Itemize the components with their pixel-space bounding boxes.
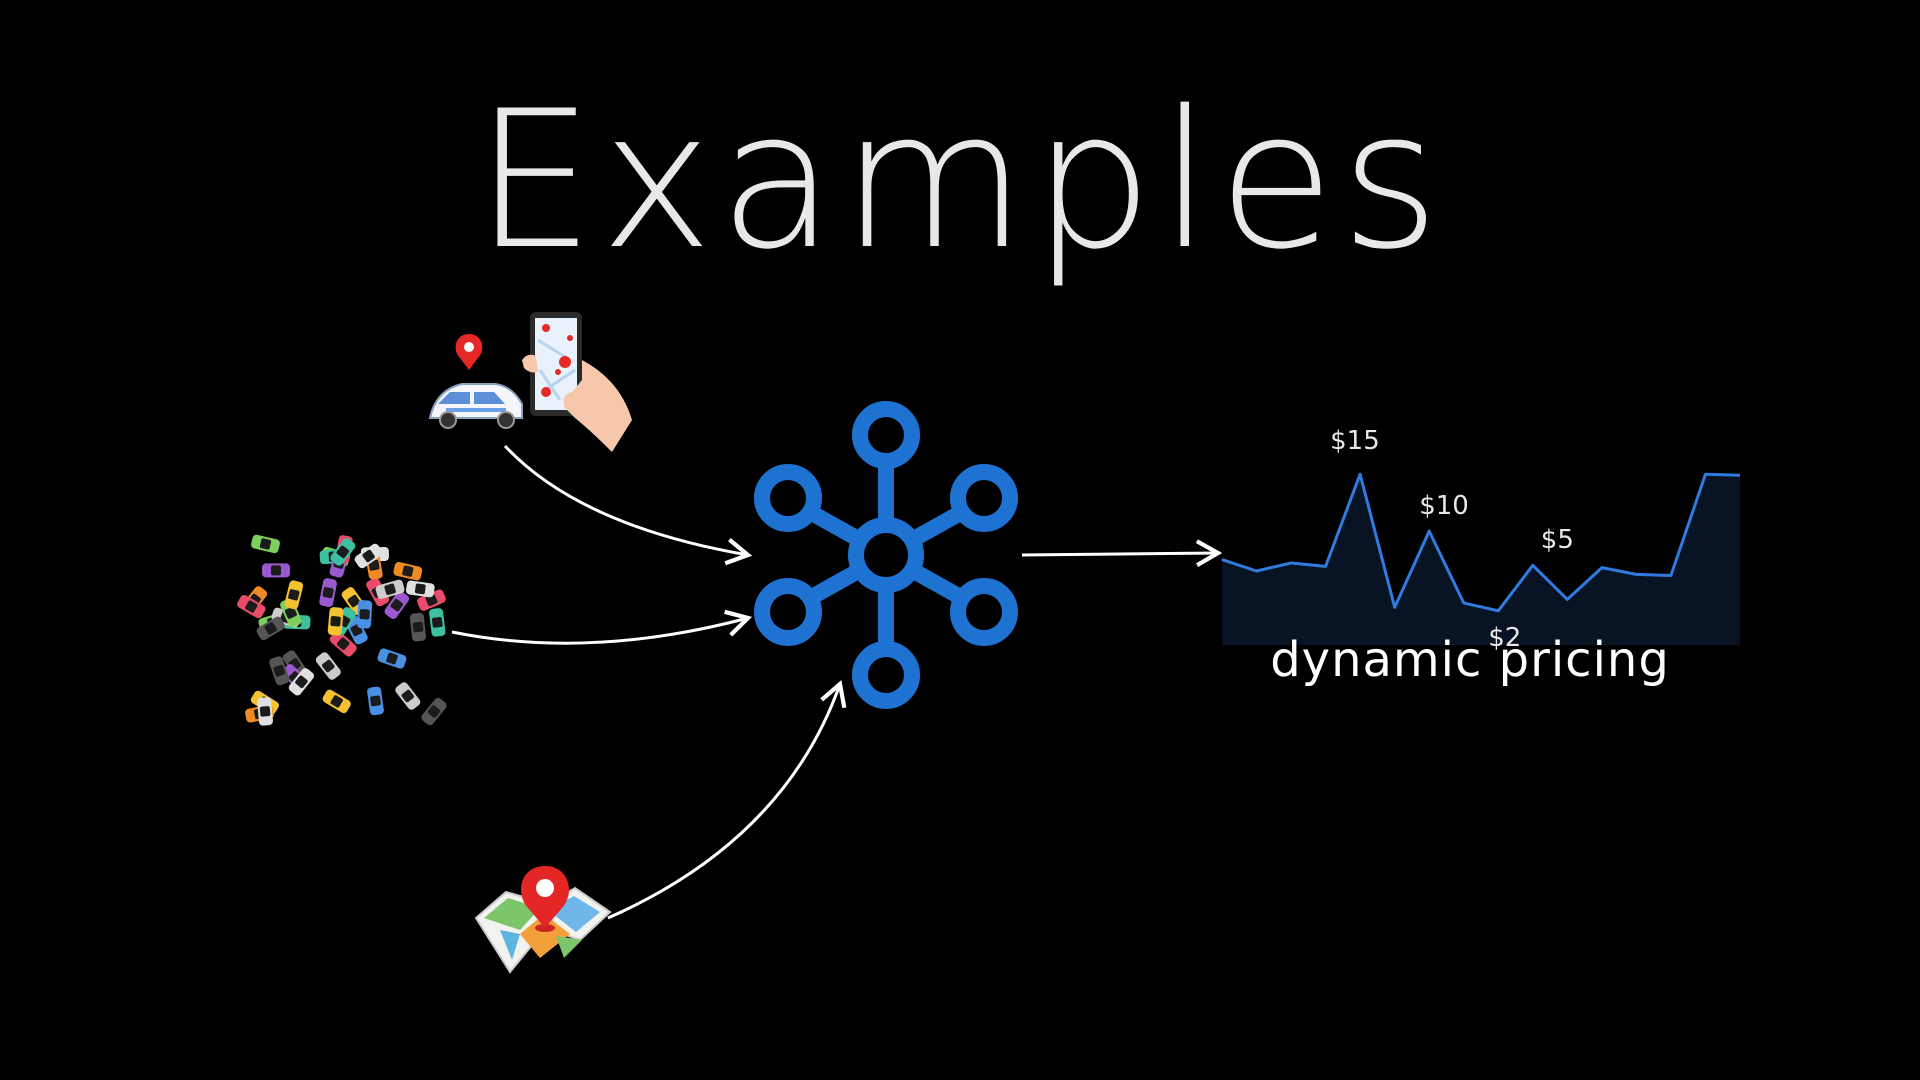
traffic-car [327, 607, 344, 636]
price-label-15: $15 [1330, 426, 1380, 457]
arrow-app-to-hub [503, 444, 753, 566]
traffic-car [395, 682, 421, 710]
traffic-car [284, 580, 304, 610]
chart-area-fill [1222, 474, 1740, 645]
arrow-hub-to-pricing [1021, 539, 1223, 568]
price-label-10: $10 [1419, 491, 1469, 522]
traffic-car [417, 589, 446, 611]
traffic-car [330, 538, 356, 566]
traffic-car [409, 612, 427, 642]
map-location-pin-icon [474, 866, 612, 974]
traffic-car [262, 563, 290, 578]
traffic-car [269, 656, 290, 686]
traffic-car [251, 534, 280, 554]
price-label-2: $2 [1488, 622, 1522, 653]
traffic-car [357, 600, 373, 629]
traffic-car [384, 591, 410, 619]
traffic-car [319, 578, 337, 607]
traffic-car [329, 630, 357, 657]
traffic-car [257, 697, 273, 726]
traffic-car [354, 543, 383, 569]
traffic-car [429, 608, 446, 637]
arrow-map-to-hub [607, 680, 847, 920]
traffic-cars-icon [237, 534, 447, 726]
traffic-car [421, 697, 447, 726]
arrow-traffic-to-hub [451, 609, 753, 645]
traffic-car [367, 686, 384, 716]
traffic-car [322, 689, 351, 714]
traffic-car [237, 595, 266, 619]
traffic-car [405, 580, 435, 598]
traffic-car [377, 648, 407, 669]
traffic-car [393, 562, 423, 581]
ride-hailing-app-icon [428, 312, 632, 452]
input-arrows [451, 444, 1223, 920]
traffic-car [256, 616, 285, 641]
traffic-car [288, 668, 315, 696]
pricing-chart [1221, 472, 1741, 645]
price-line [1221, 472, 1741, 613]
slide-title: Examples [474, 70, 1446, 291]
traffic-car [315, 652, 341, 680]
dynamic-pricing-caption: dynamic pricing [1270, 632, 1670, 688]
traffic-car [375, 579, 405, 599]
price-label-5: $5 [1540, 525, 1574, 556]
network-hub-icon [754, 401, 1018, 709]
